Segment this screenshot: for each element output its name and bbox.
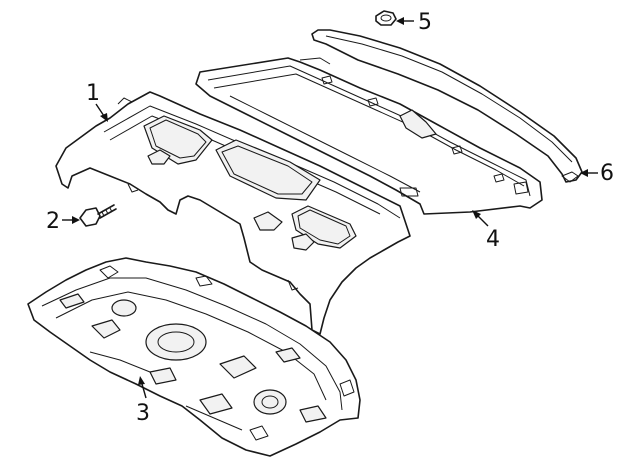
nut-part	[375, 10, 397, 26]
floor-insulator	[27, 257, 361, 457]
callout-4: 4	[472, 210, 500, 252]
callout-1: 1	[86, 81, 108, 122]
callout-label-2: 2	[46, 209, 60, 234]
screw-part	[79, 204, 117, 227]
package-tray-panel	[195, 57, 543, 215]
callout-2: 2	[46, 209, 80, 234]
callout-6: 6	[580, 161, 614, 186]
rear-shelf-panel	[55, 91, 411, 335]
callout-label-4: 4	[486, 227, 500, 252]
callout-5: 5	[396, 10, 432, 35]
rear-trim-strip	[311, 29, 583, 183]
callout-label-3: 3	[136, 401, 150, 426]
callout-label-6: 6	[600, 161, 614, 186]
callout-3: 3	[136, 376, 150, 426]
callout-label-1: 1	[86, 81, 100, 106]
callout-label-5: 5	[418, 10, 432, 35]
